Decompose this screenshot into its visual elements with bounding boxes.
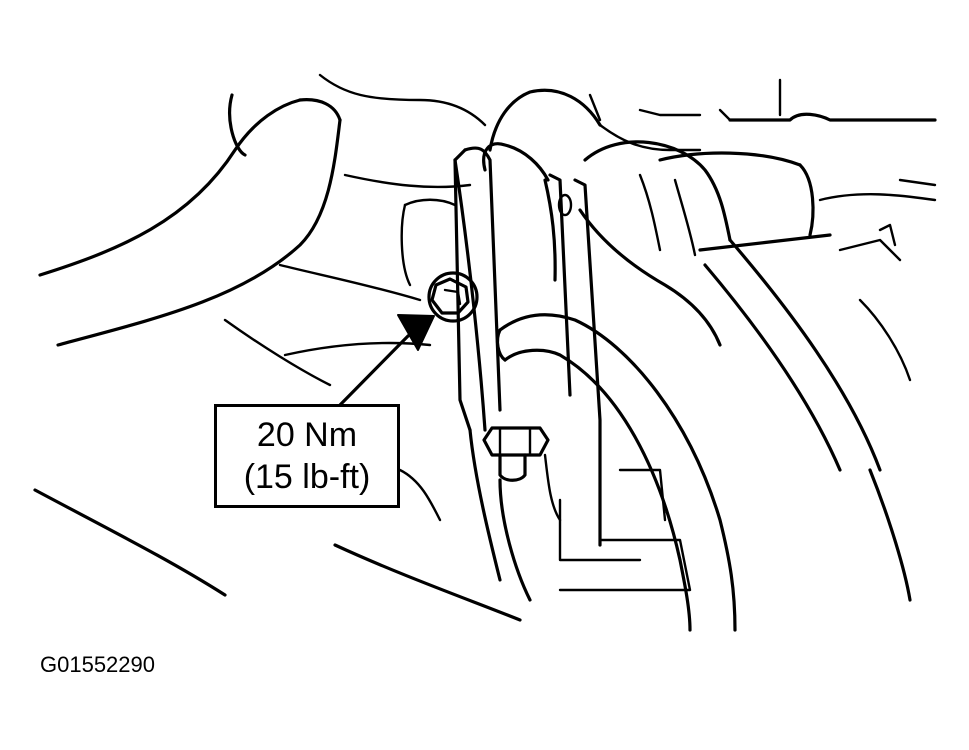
large-upper-right-hose <box>578 140 882 472</box>
lower-mount-block <box>468 428 692 602</box>
right-side-components <box>588 78 937 602</box>
lower-tube <box>495 313 737 632</box>
mounting-bracket <box>453 146 602 547</box>
bracket-bolt <box>427 271 479 323</box>
small-upper-hose <box>482 88 702 182</box>
torque-callout: 20 Nm (15 lb-ft) <box>214 404 400 508</box>
figure-id-label: G01552290 <box>40 652 155 677</box>
lower-bolt <box>482 426 550 482</box>
torque-value-lbft: (15 lb-ft) <box>243 458 371 496</box>
engine-housing-outline <box>33 173 522 622</box>
upper-left-hose <box>38 73 487 347</box>
callout-leader-arrow <box>338 314 435 407</box>
torque-value-nm: 20 Nm <box>256 416 358 454</box>
